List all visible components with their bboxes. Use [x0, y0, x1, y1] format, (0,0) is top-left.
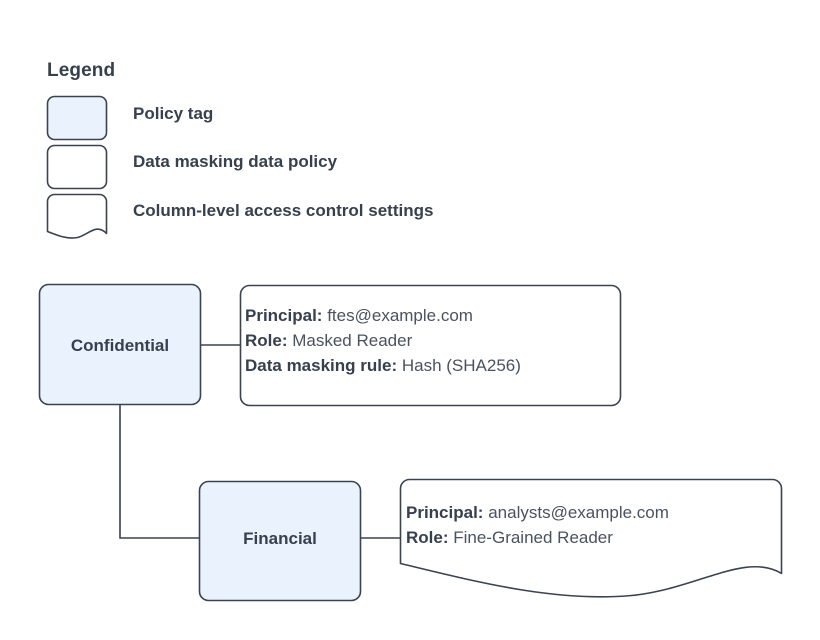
- card-row: Principal: ftes@example.com: [245, 303, 521, 328]
- legend-item-label-column-access-settings: Column-level access control settings: [133, 201, 434, 220]
- card-row-value: analysts@example.com: [488, 503, 669, 522]
- node-label-confidential: Confidential: [70, 336, 170, 355]
- legend-title: Legend: [47, 60, 116, 81]
- card-column-access-settings[interactable]: [399, 478, 783, 598]
- legend-item-label-data-masking-policy: Data masking data policy: [133, 152, 338, 171]
- card-data-masking-policy[interactable]: [239, 284, 622, 407]
- card-column-access-settings-text: Principal: analysts@example.com Role: Fi…: [406, 500, 669, 550]
- card-row: Data masking rule: Hash (SHA256): [245, 353, 521, 378]
- card-row-key: Role:: [406, 528, 449, 547]
- legend-item-label-policy-tag: Policy tag: [133, 104, 214, 123]
- connector-confidential-to-financial: [119, 405, 199, 539]
- card-data-masking-policy-text: Principal: ftes@example.com Role: Masked…: [245, 303, 521, 378]
- card-row-key: Principal:: [245, 306, 323, 325]
- node-label-financial: Financial: [243, 529, 317, 548]
- legend-swatch-policy-tag: [46, 95, 108, 141]
- card-row-value: Masked Reader: [292, 331, 413, 350]
- card-row-value: Hash (SHA256): [401, 356, 521, 375]
- card-row: Role: Masked Reader: [245, 328, 521, 353]
- card-row-value: ftes@example.com: [327, 306, 473, 325]
- card-row-key: Principal:: [406, 503, 484, 522]
- card-row: Role: Fine-Grained Reader: [406, 525, 669, 550]
- card-row: Principal: analysts@example.com: [406, 500, 669, 525]
- legend-swatch-column-access-settings: [46, 193, 108, 239]
- card-row-key: Data masking rule:: [245, 356, 398, 375]
- card-row-value: Fine-Grained Reader: [453, 528, 613, 547]
- node-financial[interactable]: [198, 480, 362, 602]
- node-confidential[interactable]: [38, 283, 202, 406]
- legend-swatch-data-masking-policy: [46, 144, 108, 190]
- card-row-key: Role:: [245, 331, 288, 350]
